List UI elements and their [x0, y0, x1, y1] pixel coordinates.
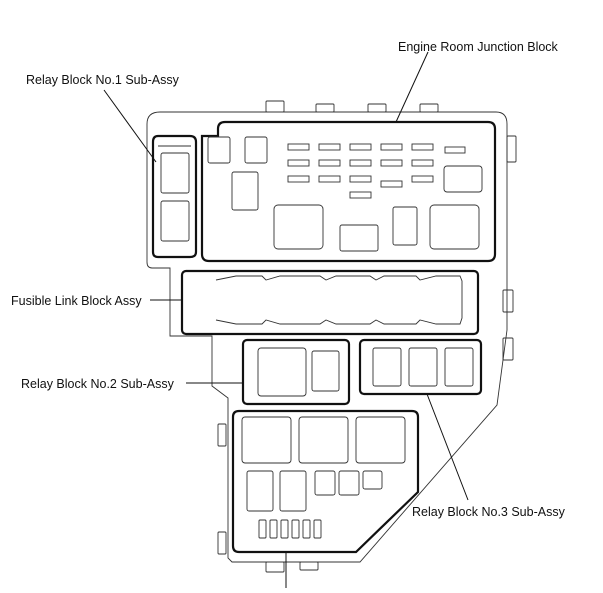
- label-relay-block-no3: Relay Block No.3 Sub-Assy: [412, 505, 565, 519]
- mini-fuse-row-3: [287, 175, 434, 199]
- label-fusible-link-block: Fusible Link Block Assy: [11, 294, 142, 308]
- housing-top-tabs: [265, 100, 439, 113]
- label-relay-block-no2: Relay Block No.2 Sub-Assy: [21, 377, 174, 391]
- label-engine-room-junction-block: Engine Room Junction Block: [398, 40, 558, 54]
- housing-bottom-tabs: [265, 561, 319, 573]
- engine-room-junction-block: [200, 120, 497, 263]
- fusible-link-block: [180, 269, 480, 336]
- relay-block-no3: [358, 338, 483, 396]
- relay-block-no2: [241, 338, 351, 406]
- relay-block-no1: [151, 134, 198, 259]
- mini-fuse-row-1: [287, 143, 466, 154]
- mini-fuse-strip: [258, 519, 322, 539]
- leader-line-relay-no1: [103, 89, 157, 163]
- housing-outline: [146, 111, 508, 563]
- housing-side-tabs: [217, 135, 517, 555]
- mini-fuse-row-2: [287, 159, 434, 167]
- leader-line-engine-room: [395, 51, 429, 123]
- leader-line-relay-no3: [426, 393, 469, 501]
- lower-relay-block: [231, 409, 420, 554]
- leader-lines: [103, 51, 469, 588]
- label-relay-block-no1: Relay Block No.1 Sub-Assy: [26, 73, 179, 87]
